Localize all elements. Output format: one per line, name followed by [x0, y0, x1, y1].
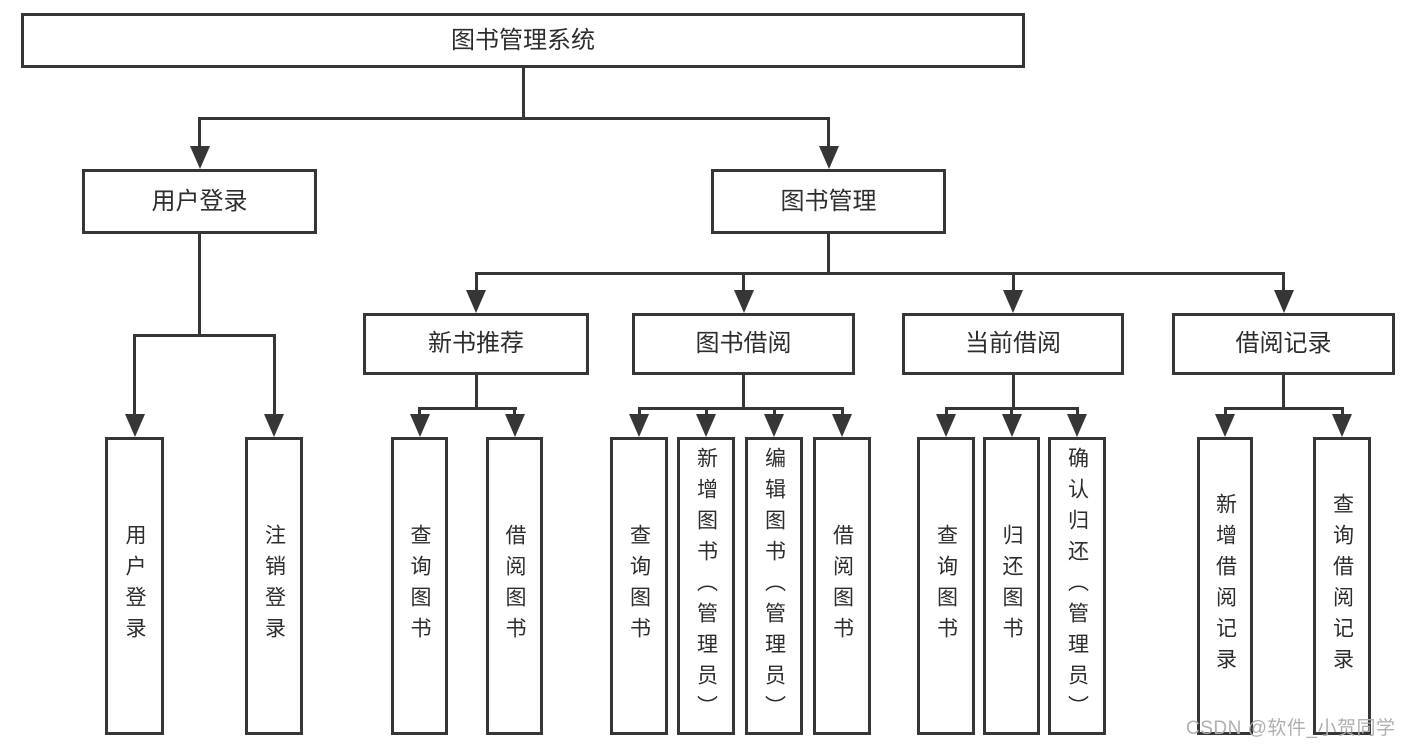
node-new-book-recommend: 新书推荐 — [363, 313, 589, 375]
down-arrowhead — [504, 407, 525, 437]
node-book-management: 图书管理 — [711, 169, 946, 234]
down-arrowhead — [1067, 407, 1087, 437]
connector-root-drop — [521, 67, 525, 118]
connector-newbooks-rail — [418, 407, 517, 410]
connector-current-drop — [1011, 375, 1015, 409]
node-borrowing-records: 借阅记录 — [1172, 313, 1395, 375]
down-arrowhead — [409, 407, 430, 437]
down-arrowhead — [1332, 407, 1352, 437]
down-arrowhead — [936, 407, 956, 437]
leaf-newbooks-query-books: 查询图书 — [391, 437, 448, 735]
connector-level2-rail — [198, 117, 830, 120]
down-arrowhead — [1001, 407, 1022, 437]
leaf-borrowing-query-books: 查询图书 — [610, 437, 668, 735]
csdn-watermark: CSDN @软件_小贺同学 — [1186, 718, 1396, 739]
connector-login-rail — [133, 334, 275, 337]
connector-borrowing-rail — [637, 407, 844, 410]
connector-level3-rail — [474, 272, 1285, 275]
leaf-records-query-record: 查询借阅记录 — [1313, 437, 1371, 735]
node-root-library-system: 图书管理系统 — [21, 13, 1025, 68]
leaf-current-query-books: 查询图书 — [917, 437, 975, 735]
leaf-borrowing-add-books-admin: 新增图书（管理员） — [677, 437, 735, 735]
down-arrowhead — [1003, 272, 1023, 313]
down-arrowhead — [629, 407, 649, 437]
connector-newbooks-drop — [474, 375, 478, 409]
down-arrowhead — [124, 334, 145, 437]
down-arrowhead — [832, 407, 852, 437]
down-arrowhead — [189, 117, 210, 169]
down-arrowhead — [696, 407, 716, 437]
leaf-newbooks-borrow-books: 借阅图书 — [486, 437, 543, 735]
down-arrowhead — [466, 272, 486, 313]
connector-mgmt-drop — [827, 234, 830, 274]
leaf-borrowing-borrow-books: 借阅图书 — [813, 437, 871, 735]
down-arrowhead — [733, 272, 754, 313]
connector-login-drop — [198, 234, 201, 336]
leaf-current-return-books: 归还图书 — [983, 437, 1040, 735]
down-arrowhead — [818, 117, 839, 169]
node-current-borrowing: 当前借阅 — [902, 313, 1124, 375]
down-arrowhead — [264, 334, 284, 437]
leaf-records-add-record: 新增借阅记录 — [1197, 437, 1253, 735]
connector-records-drop — [1282, 375, 1285, 409]
connector-borrowing-drop — [742, 375, 745, 409]
leaf-logout: 注销登录 — [245, 437, 303, 735]
down-arrowhead — [764, 407, 784, 437]
leaf-borrowing-edit-books-admin: 编辑图书（管理员） — [745, 437, 803, 735]
down-arrowhead — [1215, 407, 1235, 437]
leaf-current-confirm-return-admin: 确认归还（管理员） — [1048, 437, 1106, 735]
connector-records-rail — [1223, 407, 1344, 410]
down-arrowhead — [1273, 272, 1294, 313]
leaf-user-login: 用户登录 — [105, 437, 164, 735]
node-user-login: 用户登录 — [82, 169, 317, 234]
node-book-borrowing: 图书借阅 — [632, 313, 855, 375]
